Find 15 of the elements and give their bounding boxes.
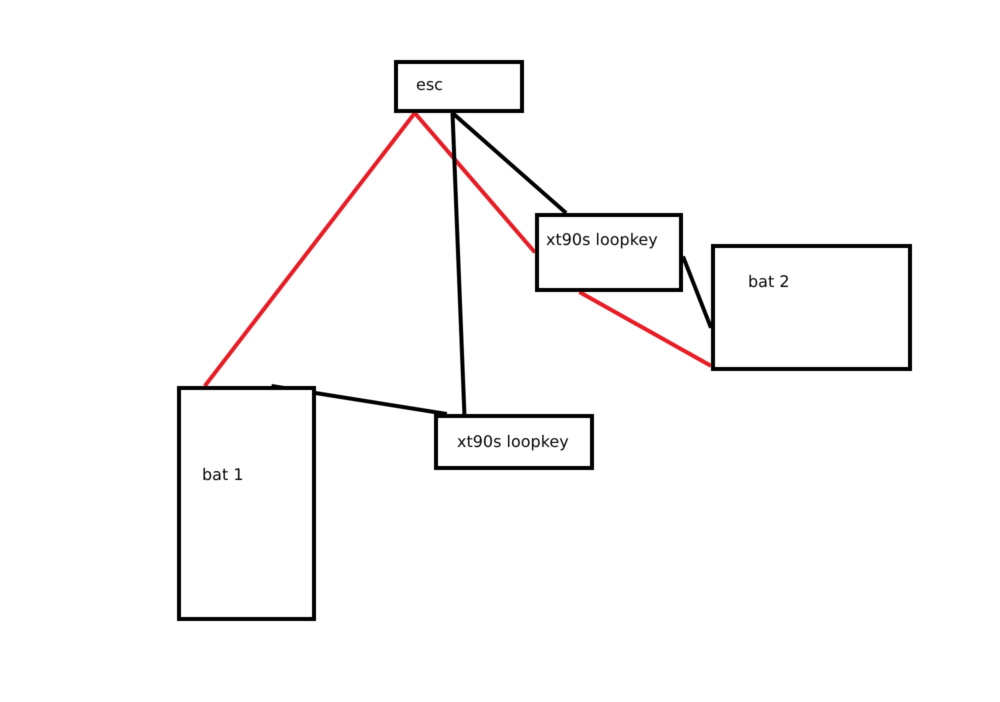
box-label: xt90s loopkey: [546, 230, 658, 250]
connector-line: [578, 290, 712, 368]
component-box: [434, 414, 594, 470]
connector-line: [681, 256, 713, 329]
box-label: bat 2: [748, 272, 790, 292]
component-box: [394, 60, 524, 113]
box-label: esc: [416, 75, 443, 95]
box-label: bat 1: [202, 465, 244, 485]
connector-line: [450, 112, 466, 414]
component-box: [535, 213, 683, 292]
connector-line: [203, 112, 416, 388]
component-box: [711, 244, 912, 371]
connector-line: [413, 112, 537, 254]
box-label: xt90s loopkey: [457, 432, 569, 452]
component-box: [177, 386, 316, 621]
